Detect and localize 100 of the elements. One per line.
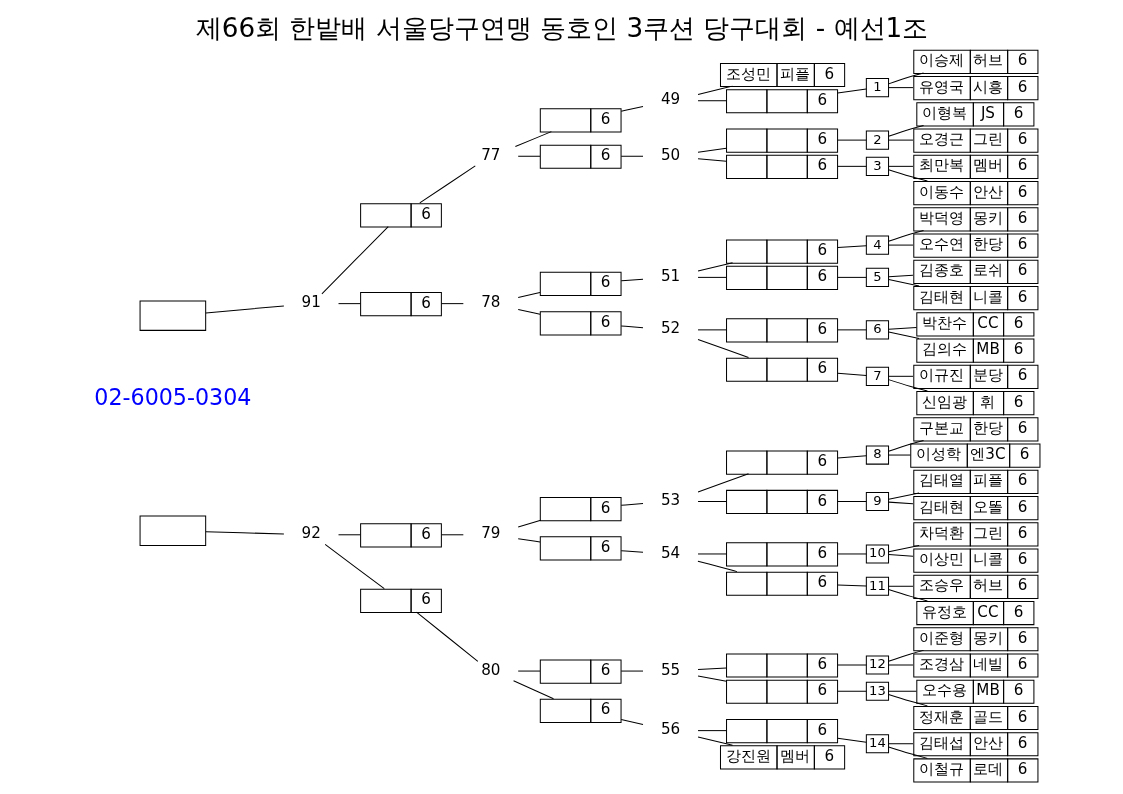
connector <box>440 534 464 536</box>
connector <box>887 492 920 500</box>
node-text: 91 <box>301 293 321 312</box>
connector <box>887 326 917 330</box>
connector <box>836 500 867 502</box>
connector <box>887 379 928 392</box>
connector <box>836 372 867 377</box>
connector <box>836 664 867 666</box>
node-text: 55 <box>660 660 680 679</box>
connector <box>887 165 913 167</box>
connector <box>415 611 478 662</box>
connector <box>836 690 867 692</box>
connector <box>887 694 928 707</box>
connector <box>620 719 643 726</box>
node-box <box>139 515 206 546</box>
node-box: 8 <box>865 445 889 465</box>
node-box: 5 <box>865 267 889 287</box>
node-box: 4 <box>865 235 889 255</box>
node-text: 49 <box>660 90 680 109</box>
connector <box>887 664 913 666</box>
connector <box>887 87 913 89</box>
connector <box>517 670 540 672</box>
node-text: 50 <box>660 145 680 164</box>
connector <box>512 680 554 700</box>
node-box: 1 <box>865 78 889 98</box>
connector <box>887 585 913 587</box>
node-box: 12 <box>865 655 889 675</box>
connector <box>517 155 540 157</box>
connector <box>697 736 733 746</box>
node-text: 79 <box>480 524 500 543</box>
diagram-title: 제66회 한밭배 서울당구연맹 동호인 3쿠션 당구대회 - 예선1조 <box>195 13 928 44</box>
connector <box>204 305 284 314</box>
connector <box>836 584 867 587</box>
node-text: 53 <box>660 491 680 510</box>
connector <box>620 155 643 157</box>
node-box: 2 <box>865 130 889 150</box>
connector <box>514 131 552 147</box>
connector <box>517 308 540 315</box>
node-text: 56 <box>660 720 680 739</box>
node-text: 54 <box>660 543 680 562</box>
connector <box>324 543 385 590</box>
connector <box>836 276 867 278</box>
connector <box>620 325 643 329</box>
connector <box>836 165 867 167</box>
connector <box>887 331 920 339</box>
node-text: 77 <box>480 145 500 164</box>
connector <box>836 245 867 249</box>
connector <box>887 544 920 553</box>
node-box: 6 <box>865 320 889 340</box>
connector <box>697 276 727 278</box>
connector <box>887 375 913 377</box>
connector <box>696 560 737 573</box>
connector <box>418 165 476 204</box>
connector <box>697 100 727 102</box>
connector <box>836 737 867 743</box>
connector <box>887 690 917 692</box>
node-text: 80 <box>480 660 500 679</box>
connector <box>697 158 727 162</box>
connector <box>697 553 727 555</box>
connector <box>887 279 920 287</box>
connector <box>887 649 924 662</box>
connector <box>887 125 924 137</box>
connector <box>836 553 867 555</box>
connector <box>887 746 928 759</box>
node-box: 10 <box>865 544 889 564</box>
connector <box>836 139 867 141</box>
node-box: 3 <box>865 156 889 176</box>
connector <box>887 229 924 242</box>
connector <box>836 329 867 331</box>
connector <box>887 244 913 246</box>
connector <box>697 500 727 502</box>
connector <box>320 226 389 295</box>
connector <box>620 670 643 672</box>
connector <box>887 274 913 278</box>
connector <box>620 278 643 282</box>
connector <box>697 262 733 272</box>
connector <box>697 675 727 682</box>
connector <box>517 538 540 543</box>
connector <box>887 139 913 141</box>
node-box: 14 <box>865 734 889 754</box>
connector <box>887 169 928 182</box>
node-box: 7 <box>865 366 889 386</box>
connector <box>887 72 924 85</box>
connector <box>337 534 361 536</box>
label: 02-6005-0304 <box>93 384 251 411</box>
node-box: 11 <box>865 576 889 596</box>
connector <box>620 106 643 112</box>
connector <box>887 501 913 505</box>
connector <box>836 455 867 459</box>
connector <box>887 743 913 745</box>
node-text: 51 <box>660 266 680 285</box>
connector <box>204 531 284 535</box>
connector <box>620 550 643 553</box>
connector <box>887 439 924 452</box>
connector <box>620 503 643 506</box>
node-text: 78 <box>480 293 500 312</box>
connector <box>887 454 911 456</box>
node-text: 92 <box>301 524 321 543</box>
connector <box>836 88 867 94</box>
node-box <box>139 300 206 331</box>
